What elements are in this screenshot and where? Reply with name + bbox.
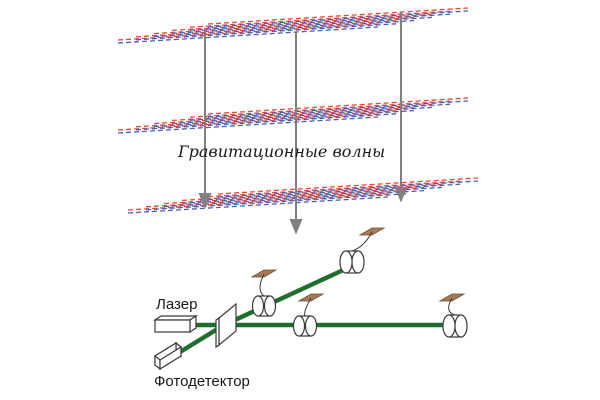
- wave-line: [153, 109, 415, 128]
- wave-line: [207, 100, 469, 118]
- support-plate: [358, 227, 386, 236]
- arrow-middle: [289, 32, 303, 235]
- wave-line: [117, 113, 379, 131]
- support-plate: [438, 293, 466, 302]
- wave-line: [117, 26, 379, 44]
- photodetector: [153, 341, 183, 371]
- beam-splitter: [215, 302, 237, 349]
- wave-line: [189, 100, 451, 118]
- wave-label: Гравитационные волны: [177, 142, 385, 161]
- wave-line: [217, 177, 479, 195]
- wave-line: [199, 180, 461, 198]
- test-masses: [250, 227, 468, 338]
- laser-label: Лазер: [156, 296, 197, 313]
- support-plate: [250, 269, 278, 278]
- suspension-wire: [351, 231, 373, 252]
- mirror-front-face: [339, 250, 353, 274]
- wave-line: [135, 20, 397, 38]
- wave-line: [145, 193, 407, 211]
- wave-propagation-arrows: [198, 12, 408, 235]
- mirror-far-diagonal: [339, 227, 386, 274]
- wave-line: [171, 13, 433, 32]
- wave-line: [189, 10, 451, 28]
- wave-line: [153, 16, 415, 35]
- arrow-right: [394, 12, 408, 203]
- mirror-near-diagonal: [250, 269, 278, 317]
- mirror-near-horizontal: [292, 293, 325, 337]
- wave-line: [163, 189, 425, 208]
- wave-line: [135, 23, 397, 41]
- wave-plane-top: [117, 7, 469, 44]
- wave-line: [117, 116, 379, 134]
- wave-line: [135, 113, 397, 131]
- wave-line: [127, 193, 389, 211]
- wave-line: [171, 103, 433, 122]
- mirror-front-face: [442, 314, 456, 338]
- wave-line: [207, 10, 469, 28]
- support-plate: [297, 293, 325, 302]
- photodetector-label: Фотодетектор: [154, 373, 250, 390]
- wave-line: [117, 23, 379, 41]
- wave-plane-middle: [117, 97, 469, 134]
- wave-line: [135, 110, 397, 128]
- laser-source: [153, 314, 198, 334]
- suspension-wire: [304, 297, 312, 317]
- mirror-back-face: [351, 250, 365, 274]
- wave-line: [127, 196, 389, 214]
- wave-line: [189, 13, 451, 31]
- mirror-back-face: [304, 315, 318, 337]
- mirror-front-face: [251, 295, 265, 317]
- arrow-left: [198, 28, 212, 209]
- mirror-front-face: [292, 315, 306, 337]
- mirror-back-face: [454, 314, 468, 338]
- wave-line: [145, 190, 407, 208]
- suspension-wire: [259, 273, 265, 297]
- wave-line: [171, 106, 433, 125]
- suspension-wire: [448, 297, 456, 316]
- wave-line: [207, 7, 469, 25]
- wave-plane-bottom: [127, 177, 479, 214]
- wave-line: [171, 16, 433, 35]
- gravitational-wave-planes: [117, 7, 479, 214]
- wave-line: [199, 183, 461, 201]
- wave-line: [207, 97, 469, 115]
- mirror-back-face: [263, 295, 277, 317]
- beam-diagonal-arm: [221, 263, 355, 328]
- wave-line: [153, 106, 415, 125]
- mirror-far-horizontal: [438, 293, 468, 338]
- wave-line: [217, 180, 479, 198]
- wave-line: [153, 19, 415, 38]
- wave-line: [189, 103, 451, 121]
